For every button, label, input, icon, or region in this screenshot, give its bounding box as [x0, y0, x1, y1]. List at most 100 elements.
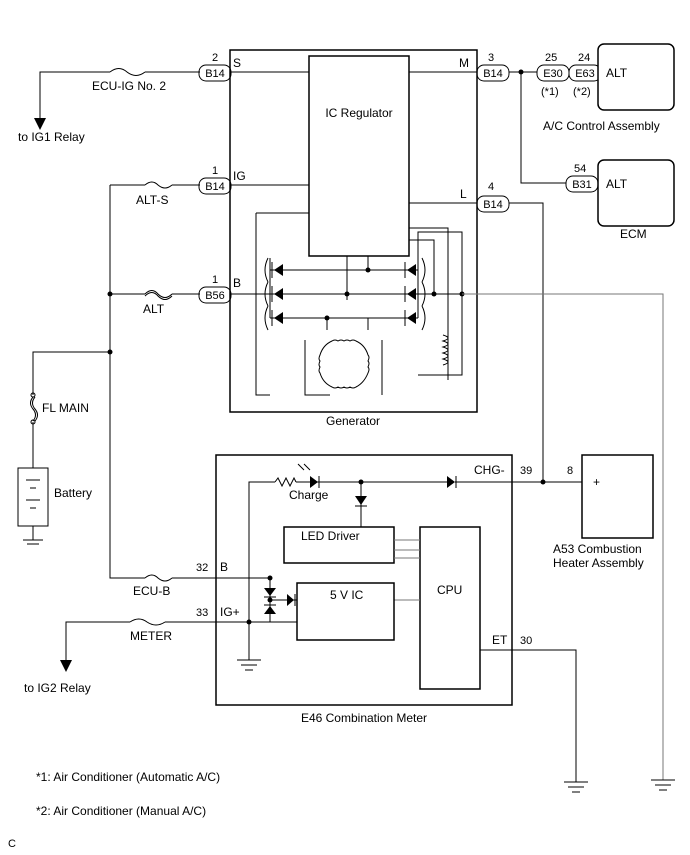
junction-dot: [540, 479, 546, 485]
ecu-b-fuse-symbol: [144, 574, 173, 582]
et-ground-symbol: [564, 781, 588, 793]
diode: [274, 264, 283, 276]
ecu-ig2-fuse-label: ECU-IG No. 2: [92, 79, 166, 93]
connector-ig-code: B14: [205, 181, 225, 193]
diode: [407, 288, 416, 300]
et-output-wire: [480, 649, 577, 782]
charge-led-symbol: [310, 476, 318, 488]
junction-dot: [267, 597, 273, 603]
junction-dot: [267, 575, 273, 581]
ecu-ig2-wire: [39, 71, 200, 128]
ecu-b-fuse-label: ECU-B: [133, 584, 170, 598]
ac-control-terminal: ALT: [606, 66, 628, 80]
connector-b-pin: 1: [212, 274, 218, 286]
ecm-box: [597, 159, 675, 227]
ac-control-label: A/C Control Assembly: [543, 119, 660, 133]
regulator-link-wires: [346, 256, 369, 294]
connector-e63-code: E63: [575, 68, 595, 80]
connector-e30-pin: 25: [545, 52, 557, 64]
ig-input-diode: [264, 606, 276, 614]
heater-box: [581, 454, 654, 539]
cpu-box: [419, 526, 481, 690]
cpu-bus-wires: [394, 539, 420, 601]
meter-fuse-wire: [65, 621, 297, 668]
battery-ground-symbol: [23, 526, 43, 545]
battery-cells: [26, 479, 40, 509]
combination-meter-label: E46 Combination Meter: [301, 711, 427, 725]
junction-dot: [518, 69, 524, 75]
corner-mark: C: [8, 838, 16, 850]
field-coil-symbol: [441, 334, 449, 366]
fl-main-wire: [32, 351, 110, 468]
b-pin: 32: [196, 562, 208, 574]
diode: [407, 312, 416, 324]
charge-circuit-wire: [248, 481, 512, 600]
junction-dot: [107, 291, 113, 297]
b-label: B: [220, 560, 228, 574]
rectifier-outer-wire: [255, 212, 309, 396]
ig1-relay-label: to IG1 Relay: [18, 130, 85, 144]
terminal-m: M: [459, 56, 469, 70]
meter-ground-symbol: [237, 622, 261, 671]
five-v-ic-label: 5 V IC: [330, 588, 364, 602]
connector-b-code: B56: [205, 290, 225, 302]
connector-e30-note: (*1): [541, 86, 559, 98]
connector-m: [476, 64, 510, 82]
generator-label: Generator: [326, 414, 380, 428]
b-output-wire: [462, 293, 664, 780]
fl-main-label: FL MAIN: [42, 401, 89, 415]
terminal-ig: IG: [233, 169, 246, 183]
heater-label-line2: Heater Assembly: [553, 556, 644, 570]
chg-pin: 39: [520, 465, 532, 477]
et-pin: 30: [520, 635, 532, 647]
charge-led-rays: [297, 463, 320, 488]
connector-b31-pin: 54: [574, 163, 586, 175]
five-v-ic-box: [296, 582, 395, 641]
connector-ig-pin: 1: [212, 165, 218, 177]
ig2-relay-label: to IG2 Relay: [24, 681, 91, 695]
terminal-l: L: [460, 187, 467, 201]
diode: [407, 264, 416, 276]
ecm-terminal: ALT: [606, 177, 628, 191]
ig-label: IG+: [220, 605, 240, 619]
terminal-s: S: [233, 56, 241, 70]
ecm-label: ECM: [620, 227, 647, 241]
rectifier-rows: [270, 269, 418, 319]
connector-e30-code: E30: [543, 68, 563, 80]
ic-regulator-label: IC Regulator: [325, 106, 392, 120]
diode-bars: [271, 262, 406, 326]
led-driver-box: [283, 526, 395, 564]
et-label: ET: [492, 633, 508, 647]
diode: [274, 312, 283, 324]
connector-s-pin: 2: [212, 52, 218, 64]
alt-fuse-symbol: [144, 290, 173, 300]
heater-pin: 8: [567, 465, 573, 477]
connector-e63-pin: 24: [578, 52, 590, 64]
fl-main-fuse-symbol: [30, 396, 38, 422]
connector-m-pin: 3: [488, 52, 494, 64]
connector-s: [198, 64, 232, 82]
note-2: *2: Air Conditioner (Manual A/C): [36, 804, 206, 818]
connector-l-pin: 4: [488, 181, 494, 193]
terminal-b: B: [233, 276, 241, 290]
heater-label-line1: A53 Combustion: [553, 542, 642, 556]
zener-marks: [264, 257, 426, 331]
regulator-wires: [230, 71, 477, 204]
ig1-relay-arrow: [34, 118, 46, 130]
connector-e63-note: (*2): [573, 86, 591, 98]
diode: [274, 288, 283, 300]
ground-symbol: [651, 779, 675, 791]
stator-leads: [326, 294, 369, 330]
b-input-diode: [264, 588, 276, 596]
ic-regulator-box: [308, 55, 410, 257]
chg-diode: [447, 476, 455, 488]
charge-resistor-symbol: [274, 476, 297, 488]
heater-plus: +: [593, 475, 600, 489]
chg-label: CHG-: [474, 463, 505, 477]
connector-b31-code: B31: [572, 179, 592, 191]
cpu-label: CPU: [437, 583, 462, 597]
battery-bus-wire: [109, 185, 145, 579]
ic-input-diode: [287, 594, 294, 606]
fl-main-terminal: [30, 419, 36, 425]
